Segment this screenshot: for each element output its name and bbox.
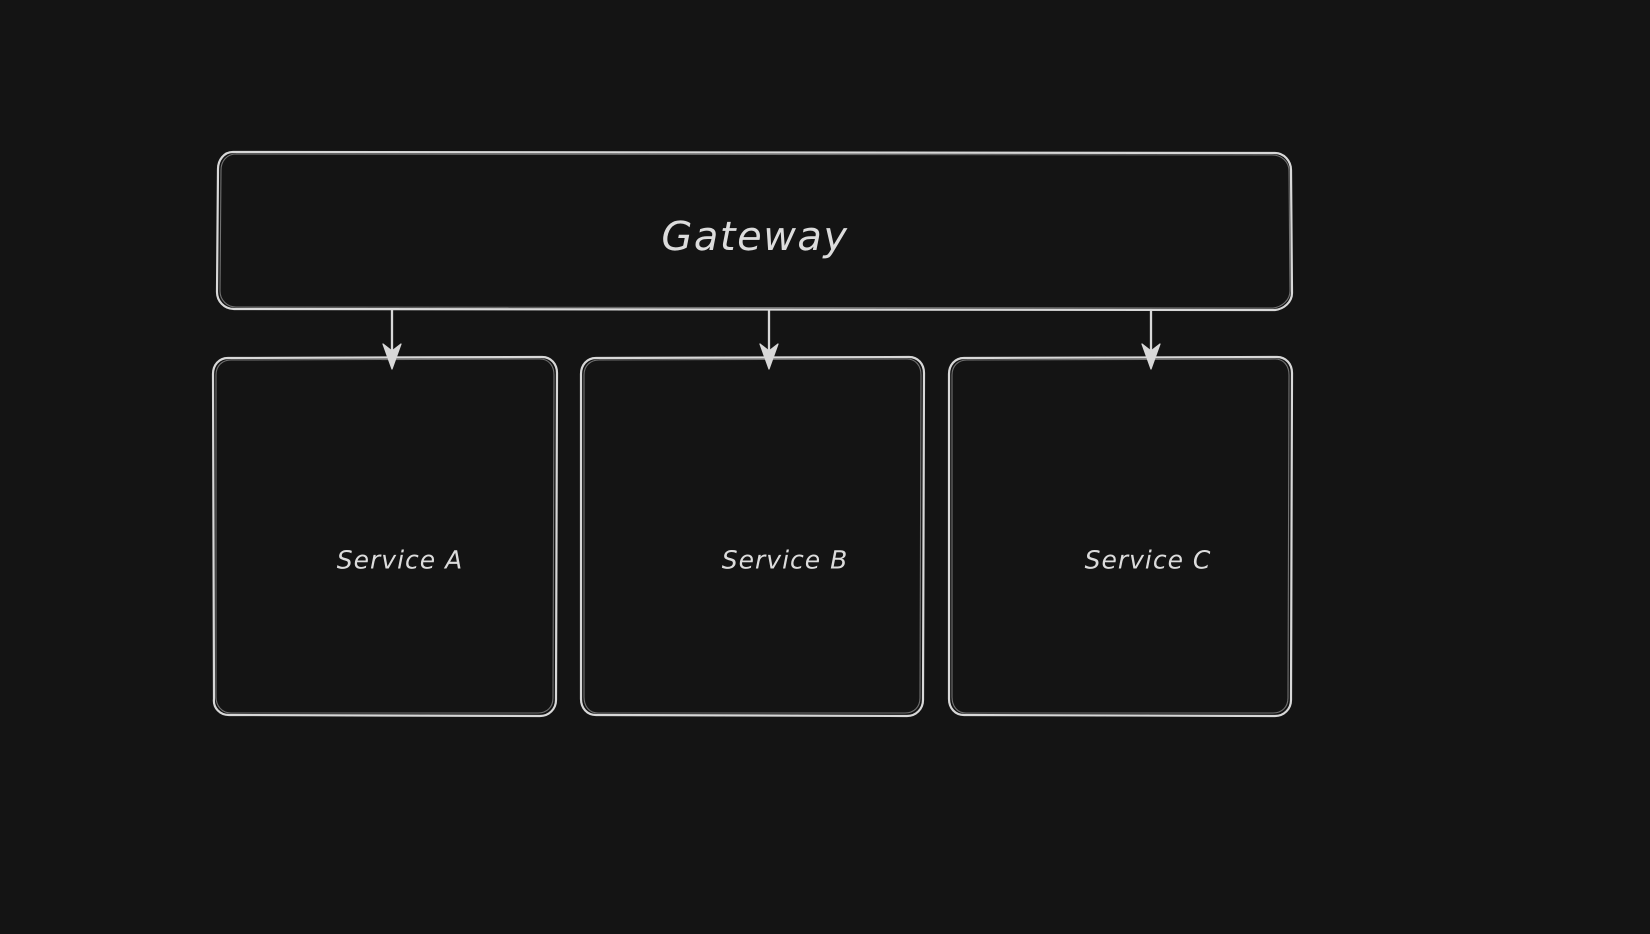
edge-gateway-to-serviceB[interactable] [759,308,779,370]
edge-gateway-to-serviceC[interactable] [1141,308,1161,370]
node-serviceA-shape[interactable] [211,355,559,718]
node-serviceC-shape[interactable] [947,355,1294,718]
node-label-serviceC: Service C [1084,545,1212,575]
node-label-serviceA: Service A [336,545,464,575]
edge-gateway-to-serviceA[interactable] [382,308,402,370]
node-gateway-shape[interactable] [215,150,1294,312]
node-serviceB-shape[interactable] [579,355,926,718]
node-label-gateway: Gateway [661,214,849,260]
node-label-serviceB: Service B [721,545,849,575]
